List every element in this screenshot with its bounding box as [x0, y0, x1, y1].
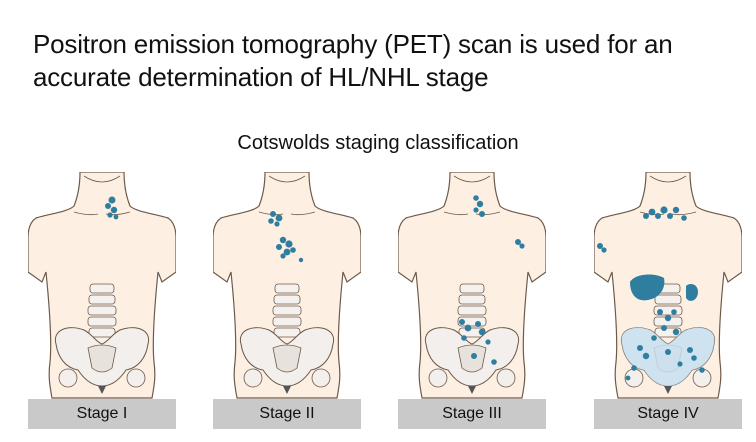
- stage-panel-4: Stage IV: [594, 172, 742, 430]
- stage-label-2: Stage II: [213, 399, 361, 429]
- liver-lesion: [630, 274, 665, 301]
- torso-figure-stage-1: [28, 172, 176, 399]
- lymph-nodes-stage-4: [597, 206, 705, 381]
- stage-label-1: Stage I: [28, 399, 176, 429]
- stage-panel-2: Stage II: [213, 172, 361, 430]
- page-title: Positron emission tomography (PET) scan …: [33, 29, 673, 92]
- stage-panel-3: Stage III: [398, 172, 546, 430]
- torso-figure-stage-2: [213, 172, 361, 399]
- spleen-lesion: [686, 284, 698, 301]
- lymph-nodes-stage-1: [105, 196, 119, 220]
- stage-label-3: Stage III: [398, 399, 546, 429]
- torso-figure-stage-4: [594, 172, 742, 399]
- torso-figure-stage-3: [398, 172, 546, 399]
- pelvis-involvement: [621, 327, 715, 386]
- diagram-subtitle: Cotswolds staging classification: [237, 132, 519, 154]
- stage-panel-1: Stage I: [28, 172, 176, 430]
- lymph-nodes-stage-2: [268, 211, 304, 263]
- stage-label-4: Stage IV: [594, 399, 742, 429]
- lymph-nodes-stage-3: [459, 195, 525, 365]
